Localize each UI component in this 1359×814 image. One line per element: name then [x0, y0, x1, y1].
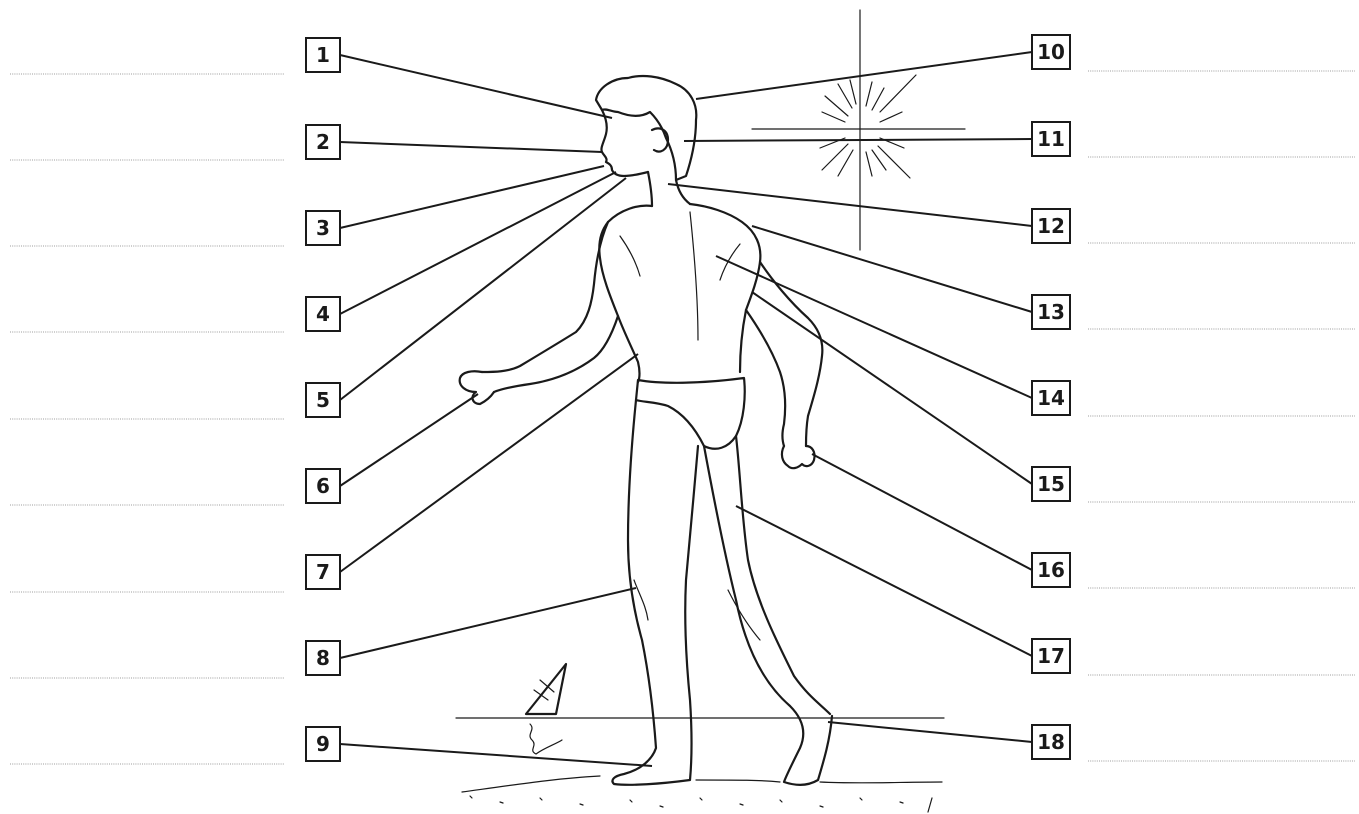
label-number: 8 — [316, 646, 330, 670]
swim-trunks — [636, 378, 745, 449]
label-box-4: 4 — [306, 297, 340, 331]
label-number: 1 — [316, 43, 330, 67]
label-number: 14 — [1037, 386, 1065, 410]
leader-3 — [340, 166, 604, 228]
label-box-3: 3 — [306, 211, 340, 245]
leader-10 — [696, 52, 1032, 99]
label-box-15: 15 — [1032, 467, 1070, 501]
label-number: 12 — [1037, 214, 1065, 238]
label-number: 5 — [316, 388, 330, 412]
label-number: 2 — [316, 130, 330, 154]
left-arm — [482, 222, 618, 392]
label-number: 10 — [1037, 40, 1065, 64]
left-hand — [460, 371, 494, 404]
leader-7 — [340, 354, 638, 572]
leader-17 — [736, 506, 1032, 656]
label-box-17: 17 — [1032, 639, 1070, 673]
label-number: 9 — [316, 732, 330, 756]
torso — [599, 204, 760, 382]
right-arm — [746, 262, 822, 446]
label-box-14: 14 — [1032, 381, 1070, 415]
face — [601, 110, 648, 176]
leader-9 — [340, 744, 652, 766]
man-figure — [460, 76, 832, 785]
boat-reflection — [530, 724, 562, 754]
leader-2 — [340, 142, 602, 152]
leader-6 — [340, 394, 478, 486]
label-number: 7 — [316, 560, 330, 584]
label-box-9: 9 — [306, 727, 340, 761]
leader-5 — [340, 178, 626, 400]
label-box-2: 2 — [306, 125, 340, 159]
leader-11 — [684, 139, 1032, 141]
label-box-10: 10 — [1032, 35, 1070, 69]
leader-15 — [752, 292, 1032, 484]
leader-16 — [812, 454, 1032, 570]
label-box-8: 8 — [306, 641, 340, 675]
label-number: 15 — [1037, 472, 1065, 496]
label-number: 18 — [1037, 730, 1065, 754]
sailboat-icon — [526, 664, 566, 714]
leader-1 — [340, 55, 612, 118]
label-box-16: 16 — [1032, 553, 1070, 587]
label-number: 17 — [1037, 644, 1065, 668]
label-box-7: 7 — [306, 555, 340, 589]
label-box-11: 11 — [1032, 122, 1070, 156]
label-box-13: 13 — [1032, 295, 1070, 329]
label-box-18: 18 — [1032, 725, 1070, 759]
label-number: 11 — [1037, 127, 1065, 151]
label-box-6: 6 — [306, 469, 340, 503]
answer-lines-right — [1088, 71, 1355, 761]
label-number: 4 — [316, 302, 330, 326]
label-box-5: 5 — [306, 383, 340, 417]
number-labels: 1 2 3 4 5 6 7 8 9 10 11 12 13 14 15 — [306, 35, 1070, 761]
ear — [652, 128, 668, 151]
leader-12 — [668, 184, 1032, 226]
label-box-1: 1 — [306, 38, 340, 72]
label-number: 13 — [1037, 300, 1065, 324]
answer-lines-left — [10, 74, 285, 764]
left-leg — [612, 400, 698, 785]
right-hand — [782, 446, 815, 468]
label-number: 3 — [316, 216, 330, 240]
label-box-12: 12 — [1032, 209, 1070, 243]
right-leg — [704, 436, 832, 785]
label-number: 16 — [1037, 558, 1065, 582]
leader-18 — [828, 722, 1032, 742]
label-number: 6 — [316, 474, 330, 498]
leader-8 — [340, 588, 636, 658]
hair — [596, 76, 696, 180]
leader-13 — [752, 226, 1032, 312]
beach-scene — [456, 664, 944, 812]
